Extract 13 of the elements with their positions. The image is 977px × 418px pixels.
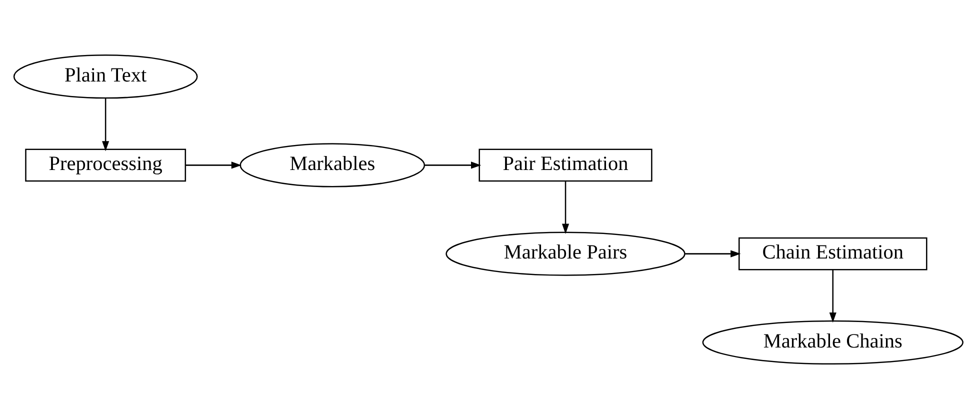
node-ellipse: Markable Pairs bbox=[446, 231, 686, 276]
node-box: Preprocessing bbox=[25, 148, 186, 182]
arrow bbox=[562, 180, 570, 234]
node-ellipse: Plain Text bbox=[13, 54, 198, 98]
arrow bbox=[102, 98, 110, 151]
arrow bbox=[186, 161, 242, 168]
node-ellipse: Markable Chains bbox=[702, 320, 964, 364]
node-box: Pair Estimation bbox=[478, 148, 652, 182]
node-box: Chain Estimation bbox=[738, 236, 928, 270]
arrow bbox=[424, 161, 482, 168]
arrow bbox=[685, 250, 741, 257]
arrow bbox=[829, 269, 836, 322]
node-ellipse: Markables bbox=[240, 142, 426, 187]
